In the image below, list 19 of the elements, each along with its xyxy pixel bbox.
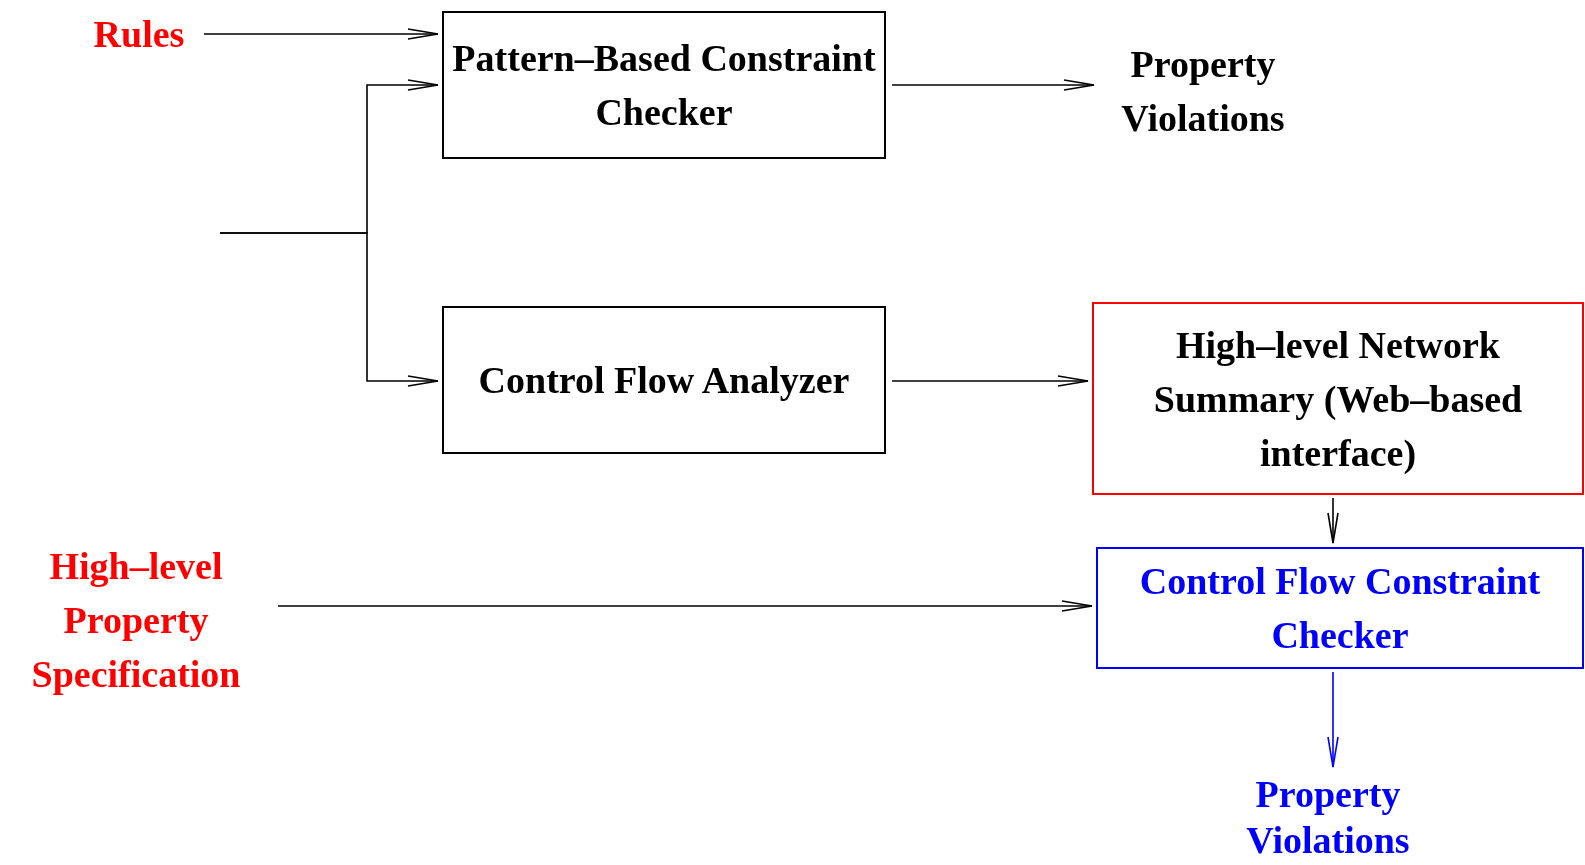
box-label: High–level Network Summary (Web–based interface): [1152, 322, 1524, 476]
arrow: [1327, 671, 1339, 768]
flow-label: Rules: [80, 10, 198, 58]
flow-label: Property Violations: [1228, 771, 1428, 863]
arrow: [891, 375, 1089, 387]
process-box: [1092, 302, 1584, 495]
box-label: Control Flow Analyzer: [478, 358, 850, 403]
arrow: [203, 28, 439, 40]
process-box: [1096, 547, 1584, 669]
arrow: [1327, 497, 1339, 544]
box-label: Pattern–Based Constraint Checker: [451, 36, 877, 135]
flow-label: Property Violations: [1098, 36, 1308, 146]
process-box: [442, 306, 886, 454]
box-label: Control Flow Constraint Checker: [1138, 559, 1542, 658]
arrow: [219, 232, 439, 387]
arrow: [891, 79, 1095, 91]
arrow: [277, 600, 1093, 612]
process-box: [442, 11, 886, 159]
flow-label: High–level Property Specification: [0, 535, 272, 705]
